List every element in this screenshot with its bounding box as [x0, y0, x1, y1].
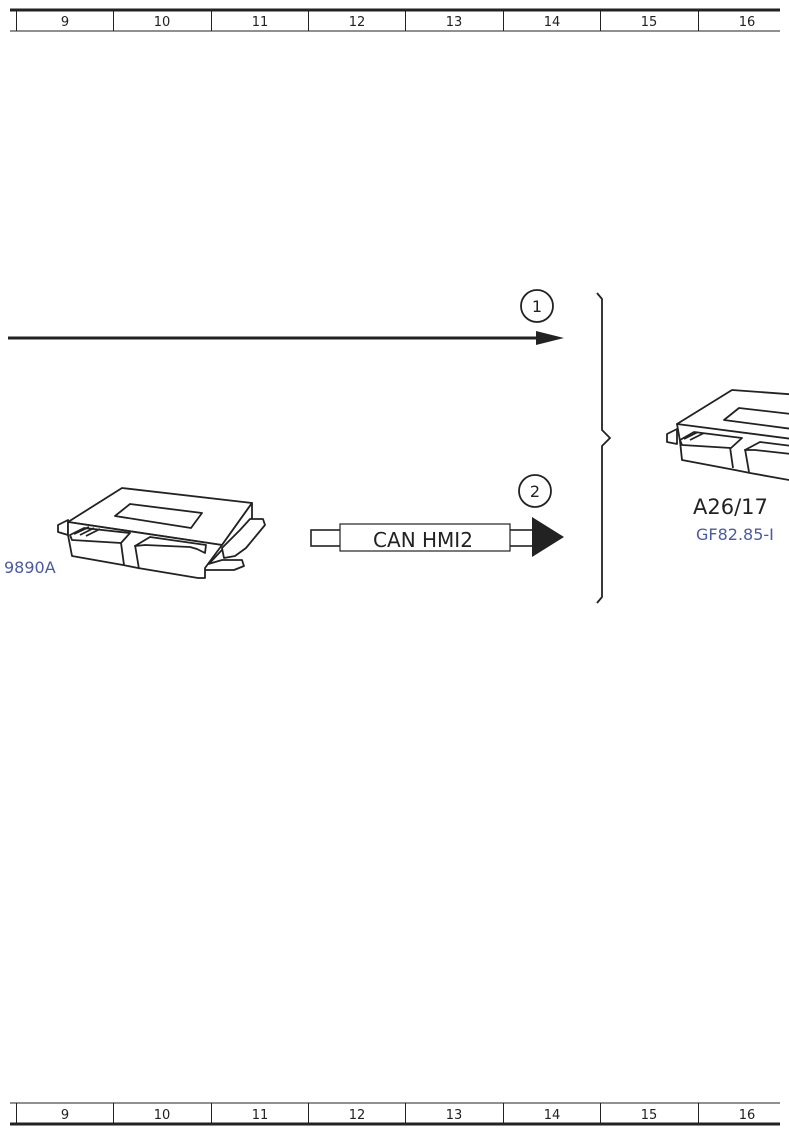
ruler-top-col-12: 12: [349, 15, 366, 30]
ruler-top-col-9: 9: [61, 15, 69, 30]
ruler-top-col-15: 15: [641, 15, 658, 30]
ruler-bottom-col-12: 12: [349, 1108, 366, 1123]
ruler-top-col-16: 16: [739, 15, 756, 30]
right-module-designation: A26/17: [693, 495, 768, 519]
ruler-top-col-14: 14: [544, 15, 561, 30]
ruler-top-col-11: 11: [252, 15, 269, 30]
can-bus-right-stub: [508, 529, 536, 547]
bottom-ruler: 9 10 11 12 13 14 15 16: [10, 1102, 780, 1126]
connection-1: 1: [8, 289, 564, 345]
top-ruler: 9 10 11 12 13 14 15 16: [10, 8, 780, 32]
connection-2: CAN HMI2 2: [310, 474, 564, 557]
ruler-bottom-col-10: 10: [154, 1108, 171, 1123]
left-module-ref-code: 9890A: [4, 558, 56, 577]
connection-2-arrowhead: [532, 517, 564, 557]
ruler-top-col-13: 13: [446, 15, 463, 30]
ruler-top-col-10: 10: [154, 15, 171, 30]
can-bus-label-box: [339, 523, 511, 552]
right-module-ref-code: GF82.85-I: [696, 525, 774, 544]
ruler-bottom-col-13: 13: [446, 1108, 463, 1123]
left-control-module: [57, 487, 266, 579]
ruler-bottom-col-11: 11: [252, 1108, 269, 1123]
ruler-bottom-col-15: 15: [641, 1108, 658, 1123]
connection-2-number: 2: [530, 482, 540, 501]
grouping-brace: [596, 292, 611, 604]
can-bus-left-stub: [310, 529, 342, 547]
right-control-module-a26-17: [666, 389, 789, 481]
ruler-bottom-col-14: 14: [544, 1108, 561, 1123]
connection-1-marker: [520, 289, 554, 323]
ruler-bottom-col-16: 16: [739, 1108, 756, 1123]
connection-2-marker: [518, 474, 552, 508]
can-bus-label: CAN HMI2: [373, 528, 473, 552]
ruler-bottom-col-9: 9: [61, 1108, 69, 1123]
connection-1-number: 1: [532, 297, 542, 316]
connection-1-arrowhead: [536, 331, 564, 345]
